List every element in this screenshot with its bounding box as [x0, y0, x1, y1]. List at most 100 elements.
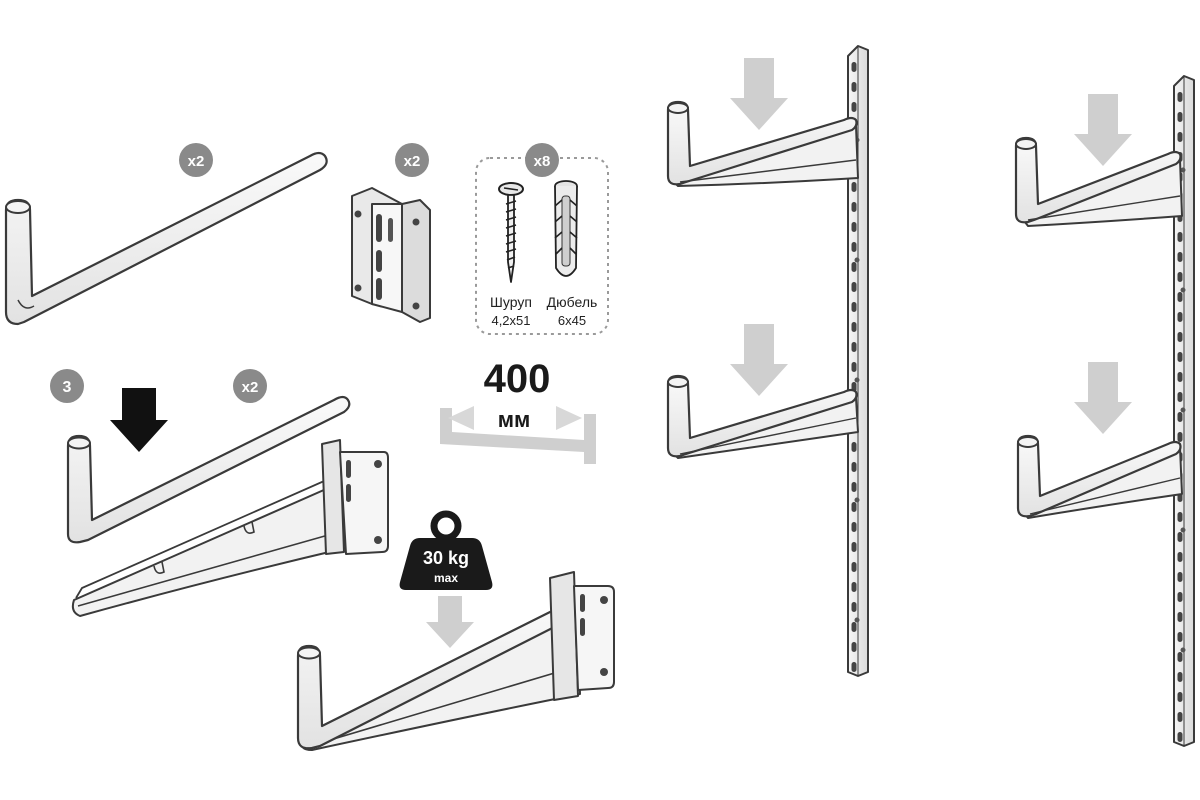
down-arrow-rail1-bottom-icon: [730, 324, 788, 396]
weight-icon: 30 kg max: [399, 510, 493, 590]
wall-rail-2: [1173, 75, 1195, 747]
rail-hole: [1180, 167, 1186, 173]
dimension-indicator: 400 мм: [440, 357, 596, 464]
rail-slot: [1177, 252, 1183, 262]
rail-slot: [851, 442, 857, 452]
rail-hole: [1180, 287, 1186, 293]
dowel-icon: [554, 180, 578, 277]
rail-slot: [1177, 732, 1183, 742]
rail-slot: [1177, 512, 1183, 522]
dimension-value: 400: [484, 357, 551, 401]
rail-slot: [851, 642, 857, 652]
rail-slot: [851, 102, 857, 112]
shelf-bracket-bare: [71, 439, 389, 617]
rail-slot: [1177, 132, 1183, 142]
rail-slot: [1177, 532, 1183, 542]
rail-hole: [1180, 527, 1186, 533]
down-arrow-dark-icon: [110, 388, 168, 452]
svg-text:x2: x2: [242, 379, 259, 396]
rail-slot: [1177, 292, 1183, 302]
svg-text:x2: x2: [404, 153, 421, 170]
rail-slot: [851, 282, 857, 292]
rail-slot: [1177, 692, 1183, 702]
support-rod-mid: [66, 395, 351, 544]
screw-icon: [498, 182, 524, 283]
shelf-bracket-rail1-lower: [666, 374, 859, 459]
rail-slot: [851, 182, 857, 192]
dimension-unit: мм: [498, 407, 531, 432]
rail-slot: [1177, 552, 1183, 562]
shelf-bracket-rail2-lower: [1016, 434, 1183, 519]
screw-name: Шуруп: [490, 294, 532, 310]
rail-slot: [1177, 652, 1183, 662]
rail-slot: [1177, 632, 1183, 642]
rail-hole: [854, 257, 860, 263]
dowel-size: 6x45: [558, 313, 586, 328]
rail-hole: [1180, 407, 1186, 413]
wall-rail-1: [847, 45, 869, 677]
svg-text:3: 3: [63, 379, 72, 396]
badge-rod-top: x2: [179, 143, 213, 177]
rail-slot: [851, 222, 857, 232]
mounting-plate: [351, 187, 431, 323]
rail-slot: [1177, 312, 1183, 322]
rail-slot: [851, 562, 857, 572]
rail-slot: [851, 522, 857, 532]
down-arrow-rail1-top-icon: [730, 58, 788, 130]
rail-slot: [851, 582, 857, 592]
badge-plate: x2: [395, 143, 429, 177]
rail-slot: [1177, 372, 1183, 382]
rail-slot: [851, 322, 857, 332]
rail-slot: [1177, 272, 1183, 282]
rail-slot: [1177, 352, 1183, 362]
svg-text:x2: x2: [188, 153, 205, 170]
rail-slot: [1177, 712, 1183, 722]
weight-suffix: max: [434, 571, 458, 585]
rail-slot: [1177, 572, 1183, 582]
rail-slot: [1177, 92, 1183, 102]
support-rod-top: [4, 151, 328, 326]
shelf-bracket-assembled: [296, 571, 615, 751]
rail-slot: [851, 622, 857, 632]
badge-hardware: x8: [525, 143, 559, 177]
rail-slot: [851, 202, 857, 212]
rail-slot: [851, 342, 857, 352]
rail-slot: [851, 662, 857, 672]
rail-hole: [854, 617, 860, 623]
rail-slot: [851, 502, 857, 512]
rail-slot: [851, 602, 857, 612]
dowel-name: Дюбель: [547, 294, 598, 310]
rail-slot: [1177, 672, 1183, 682]
down-arrow-rail2-bottom-icon: [1074, 362, 1132, 434]
rail-slot: [1177, 232, 1183, 242]
rail-slot: [1177, 112, 1183, 122]
rail-slot: [851, 362, 857, 372]
badge-step: 3: [50, 369, 84, 403]
rail-slot: [851, 542, 857, 552]
rail-slot: [851, 462, 857, 472]
rail-hole: [1180, 647, 1186, 653]
rail-slot: [851, 302, 857, 312]
rail-slot: [851, 262, 857, 272]
weight-value: 30 kg: [423, 548, 469, 568]
rail-slot: [851, 82, 857, 92]
svg-text:x8: x8: [534, 153, 551, 170]
shelf-bracket-rail1-upper: [666, 100, 859, 187]
rail-hole: [854, 497, 860, 503]
rail-hole: [854, 377, 860, 383]
rail-slot: [851, 62, 857, 72]
rail-slot: [1177, 332, 1183, 342]
rail-slot: [1177, 592, 1183, 602]
rail-slot: [1177, 392, 1183, 402]
rail-slot: [1177, 612, 1183, 622]
rail-slot: [851, 482, 857, 492]
badge-rod-mid: x2: [233, 369, 267, 403]
rail-slots: [851, 62, 860, 672]
rail-slot: [1177, 432, 1183, 442]
screw-size: 4,2x51: [491, 313, 530, 328]
down-arrow-rail2-top-icon: [1074, 94, 1132, 166]
shelf-bracket-rail2-upper: [1014, 136, 1183, 227]
down-arrow-weight-icon: [426, 596, 474, 648]
rail-slot: [851, 242, 857, 252]
